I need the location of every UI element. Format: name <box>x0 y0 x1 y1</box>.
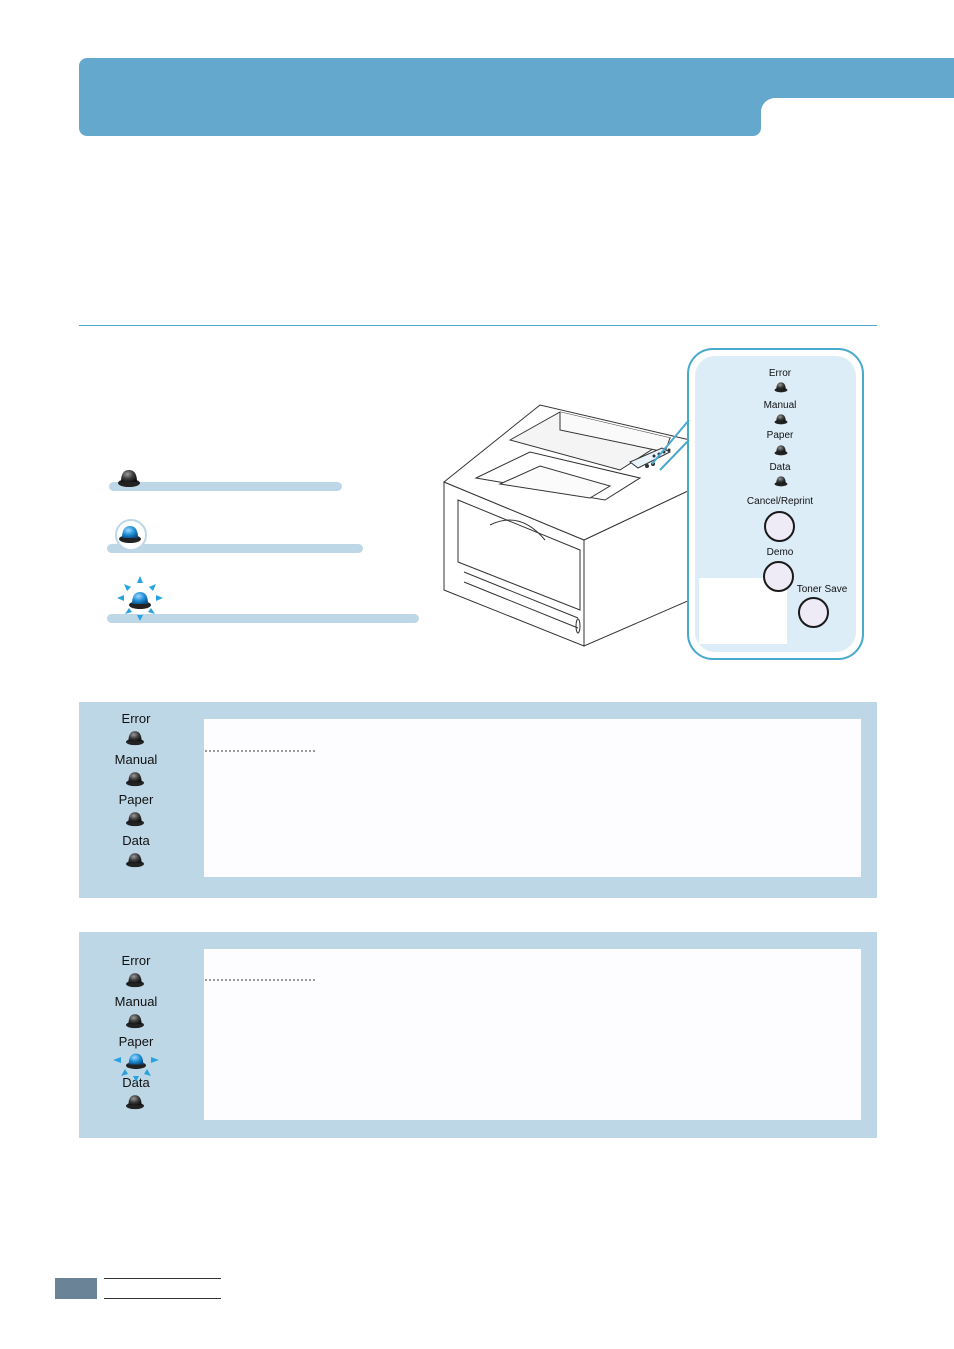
box2-manual-label: Manual <box>114 994 158 1009</box>
led-blinking-icon <box>117 576 163 621</box>
box2-manual-led-icon <box>126 1014 144 1029</box>
box2-data-label: Data <box>122 1075 150 1090</box>
box1-data-led-icon <box>126 853 144 868</box>
panel-demo-label: Demo <box>766 547 794 558</box>
toner-save-button[interactable] <box>798 597 829 628</box>
callout-pointer <box>651 419 690 471</box>
demo-button[interactable] <box>763 561 794 592</box>
box1-data-label: Data <box>122 833 150 848</box>
box1-paper-label: Paper <box>118 792 154 807</box>
box1-paper-led-icon <box>126 812 144 827</box>
panel-error-led-icon <box>774 382 788 393</box>
box1-error-label: Error <box>121 711 151 726</box>
panel-data-led-icon <box>774 476 788 487</box>
led-off-icon <box>118 470 140 487</box>
legend-bar-blinking <box>107 614 419 623</box>
footer-line-top <box>104 1278 221 1279</box>
status-box-1-content <box>204 719 861 877</box>
printer-illustration <box>443 404 690 647</box>
panel-paper-label: Paper <box>766 430 794 441</box>
box1-manual-led-icon <box>126 772 144 787</box>
panel-error-label: Error <box>768 368 792 379</box>
footer-line-bottom <box>104 1298 221 1299</box>
status-box-2-content <box>204 949 861 1120</box>
chapter-header-tab <box>761 58 954 98</box>
box2-paper-label: Paper <box>118 1034 154 1049</box>
page-number-block <box>55 1278 97 1299</box>
section-divider <box>79 325 877 326</box>
led-on-halo <box>115 519 147 551</box>
box2-paper-blinking-led-icon <box>113 1053 159 1082</box>
legend-bar-off <box>109 482 342 491</box>
panel-manual-led-icon <box>774 414 788 425</box>
cancel-reprint-button[interactable] <box>764 511 795 542</box>
panel-cancel-label: Cancel/Reprint <box>746 496 814 507</box>
panel-data-label: Data <box>769 462 791 473</box>
chapter-header-band <box>79 58 761 136</box>
panel-toner-label: Toner Save <box>796 584 848 595</box>
box2-data-led-icon <box>126 1095 144 1110</box>
box1-manual-label: Manual <box>114 752 158 767</box>
box2-error-label: Error <box>121 953 151 968</box>
box2-error-led-icon <box>126 973 144 988</box>
box1-error-led-icon <box>126 731 144 746</box>
panel-manual-label: Manual <box>763 400 797 411</box>
panel-paper-led-icon <box>774 445 788 456</box>
status-box-1-dotted-rule <box>205 750 315 752</box>
legend-bar-on <box>107 544 363 553</box>
chapter-header-notch <box>761 98 775 112</box>
led-on-icon <box>119 526 141 543</box>
status-box-2-dotted-rule <box>205 979 315 981</box>
